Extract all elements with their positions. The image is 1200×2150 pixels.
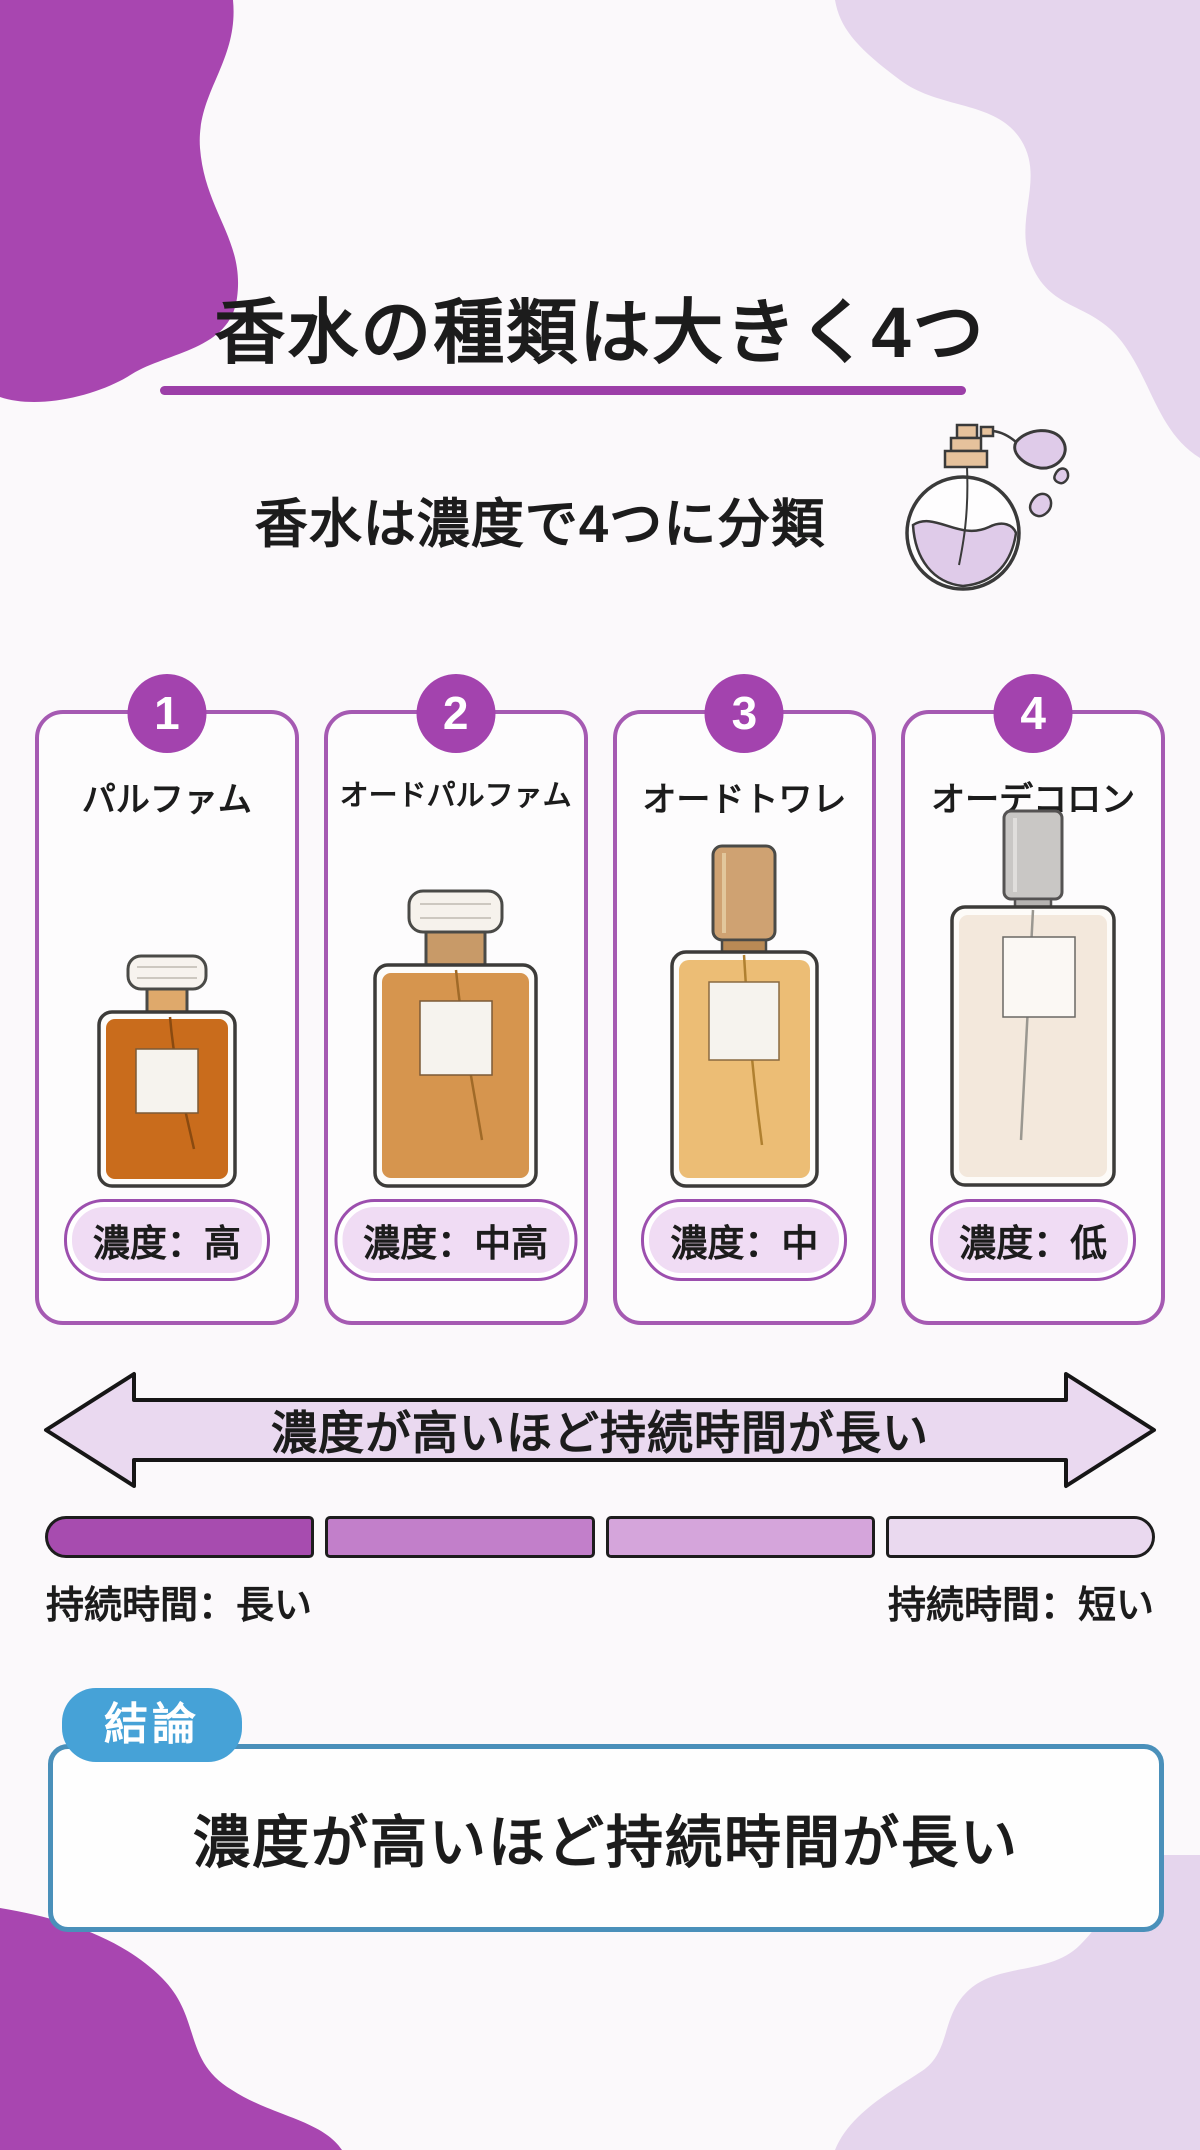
intro-text: 香水は濃度で4つに分類 <box>254 495 826 554</box>
conclusion-section: 結論 濃度が高いほど持続時間が長い <box>48 1688 1164 1932</box>
conclusion-badge: 結論 <box>62 1688 242 1762</box>
concentration-badge: 濃度：高 <box>63 1199 270 1281</box>
blob-top-left-decoration <box>0 0 239 403</box>
perfume-bottle-illustration <box>328 888 584 1190</box>
card-name: オードトワレ <box>642 781 847 819</box>
card-name: オードパルファム <box>339 780 572 812</box>
card-eau-de-parfum: 2 オードパルファム 濃度：中高 <box>323 674 588 1325</box>
blob-bottom-left-decoration <box>0 1908 342 2150</box>
card-name: パルファム <box>81 781 252 819</box>
card-eau-de-toilette: 3 オードトワレ 濃度：中 <box>612 674 877 1325</box>
arrow-label: 濃度が高いほど持続時間が長い <box>271 1407 929 1459</box>
card-parfum: 1 パルファム 濃度：高 <box>35 674 299 1325</box>
duration-gradient-bar <box>45 1516 1155 1558</box>
conclusion-box: 濃度が高いほど持続時間が長い <box>48 1744 1164 1932</box>
duration-label-left: 持続時間：長い <box>46 1585 313 1627</box>
duration-label-right: 持続時間：短い <box>887 1585 1154 1627</box>
double-arrow-shape <box>44 1372 1156 1488</box>
blob-top-right-decoration <box>835 0 1200 458</box>
perfume-atomizer-icon <box>905 423 1070 591</box>
conclusion-text: 濃度が高いほど持続時間が長い <box>193 1811 1019 1875</box>
blob-shape <box>835 0 1200 458</box>
duration-labels: 持続時間：長い 持続時間：短い <box>46 1574 1154 1629</box>
card-number-badge: 2 <box>416 674 496 753</box>
bar-segment <box>325 1516 595 1558</box>
concentration-badge: 濃度：中高 <box>334 1199 578 1281</box>
concentration-badge: 濃度：中 <box>641 1199 848 1281</box>
perfume-bottle-illustration <box>617 843 873 1190</box>
card-number-badge: 3 <box>704 674 784 753</box>
perfume-bottle-illustration <box>905 808 1161 1190</box>
blob-shape <box>0 1908 342 2150</box>
bar-segment <box>885 1516 1155 1558</box>
blob-shape <box>0 0 239 403</box>
card-eau-de-cologne: 4 オーデコロン 濃度：低 <box>901 674 1165 1325</box>
bar-segment <box>45 1516 315 1558</box>
concentration-badge: 濃度：低 <box>930 1199 1137 1281</box>
perfume-type-cards: 1 パルファム 濃度：高 2 オードパルファム <box>35 674 1165 1325</box>
card-number-badge: 4 <box>993 674 1073 753</box>
duration-arrow: 濃度が高いほど持続時間が長い <box>40 1366 1160 1494</box>
bar-segment <box>605 1516 875 1558</box>
card-number-badge: 1 <box>127 674 207 753</box>
perfume-bottle-illustration <box>39 953 295 1190</box>
title-underline <box>160 386 966 395</box>
page-title: 香水の種類は大きく4つ <box>214 294 986 373</box>
